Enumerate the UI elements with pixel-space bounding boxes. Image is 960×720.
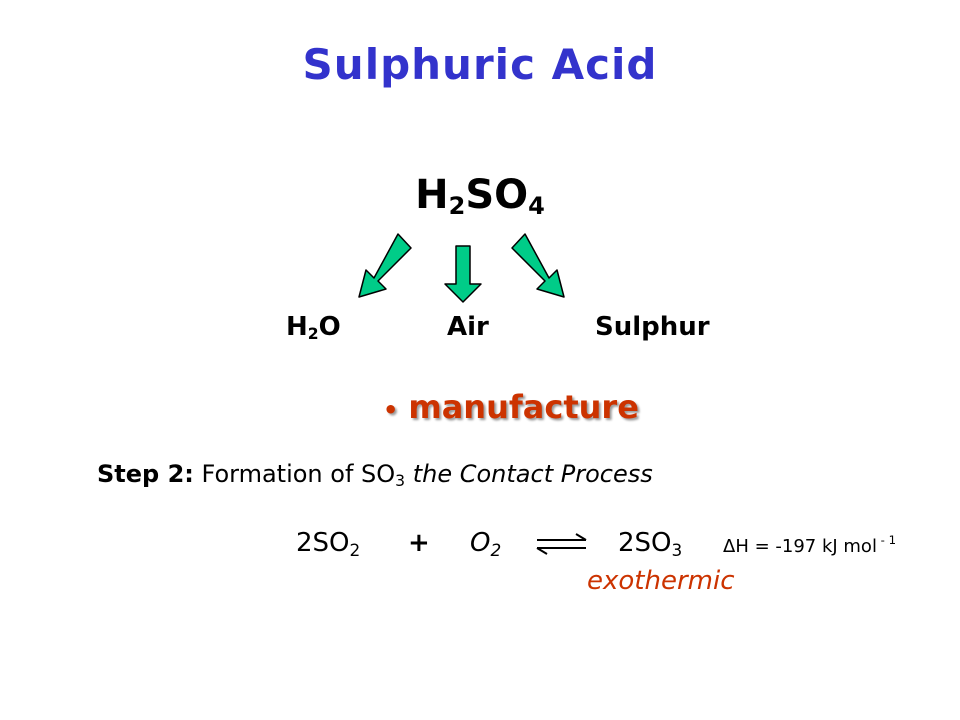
left-arrow-icon [358, 233, 412, 298]
raw-material-sulphur: Sulphur [595, 312, 710, 342]
formula-part: SO [465, 172, 529, 218]
equilibrium-arrows-icon [536, 533, 587, 555]
exothermic-note: exothermic [587, 566, 735, 596]
right-arrow-icon [511, 233, 565, 298]
step-heading: Step 2: Formation of SO3 the Contact Pro… [97, 460, 653, 490]
eq-part: 2SO [296, 528, 350, 558]
equation-reactant-so2: 2SO2 [296, 528, 361, 561]
step-text: Formation of SO [193, 460, 396, 488]
step-subscript: 3 [395, 471, 406, 490]
formula-subscript: 2 [448, 192, 466, 220]
raw-part: Sulphur [595, 312, 710, 342]
raw-part: O [318, 312, 341, 342]
formula-part: H [415, 172, 449, 218]
step-italic: the Contact Process [405, 460, 653, 488]
equation-enthalpy: ΔH = -197 kJ mol - 1 [723, 532, 897, 557]
raw-part: H [286, 312, 308, 342]
equation-product-so3: 2SO3 [618, 528, 683, 561]
eq-part: O [470, 528, 491, 558]
slide-title: Sulphuric Acid [302, 40, 658, 89]
raw-part: Air [447, 312, 489, 342]
bullet-dot-icon: • [383, 396, 399, 424]
eq-part: 2SO [618, 528, 672, 558]
enthalpy-text: ΔH = -197 kJ mol [723, 536, 877, 557]
formula-subscript: 4 [528, 192, 545, 220]
eq-subscript: 2 [490, 540, 502, 561]
equation-reactant-o2: O2 [470, 528, 502, 561]
raw-material-water: H2O [286, 312, 341, 342]
main-formula: H2SO4 [0, 172, 960, 218]
eq-subscript: 2 [349, 540, 361, 561]
raw-subscript: 2 [307, 324, 319, 343]
enthalpy-superscript: - 1 [876, 532, 897, 547]
middle-arrow-icon [444, 245, 482, 303]
bullet-manufacture: • manufacture [383, 388, 639, 426]
eq-subscript: 3 [671, 540, 683, 561]
raw-material-air: Air [447, 312, 489, 342]
equation-plus: + [408, 528, 430, 558]
bullet-text: manufacture [408, 388, 639, 426]
step-label: Step 2: [97, 460, 194, 488]
